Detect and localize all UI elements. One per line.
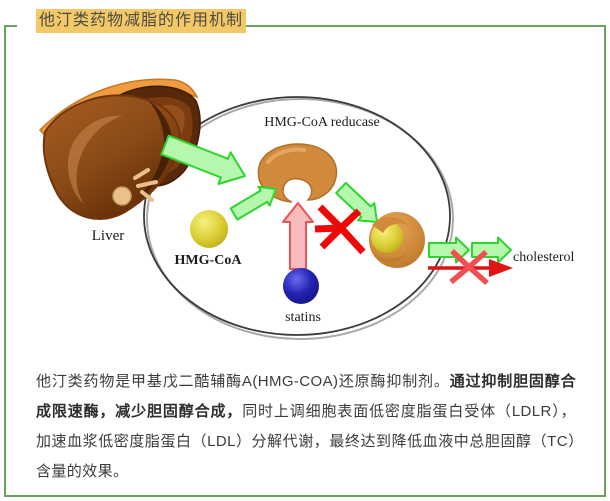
mechanism-description: 他汀类药物是甲基戊二酷辅酶A(HMG-COA)还原酶抑制剂。通过抑制胆固醇合成限… <box>36 367 576 487</box>
page-title: 他汀类药物减脂的作用机制 <box>36 9 247 33</box>
hmg-coa-sphere <box>190 210 228 248</box>
cholesterol-label: cholesterol <box>513 250 575 265</box>
arrow-enzyme-to-complex <box>335 181 378 223</box>
arrow-substrate-to-enzyme <box>229 185 277 221</box>
statins-label: statins <box>285 310 321 325</box>
liver-label: Liver <box>92 228 124 244</box>
enzyme-label: HMG-CoA reducase <box>264 115 379 130</box>
inhibition-x-enzyme <box>314 204 366 255</box>
hmg-coa-reductase-enzyme <box>257 143 338 203</box>
enzyme-substrate-complex <box>369 212 425 268</box>
inhibition-x-cholesterol <box>449 248 489 286</box>
content-border <box>4 25 606 497</box>
arrow-statins-to-enzyme <box>282 202 314 270</box>
description-part3: 同时上调细胞表面低密度脂蛋白受体（LDLR），加速血浆低密度脂蛋白（LDL）分解… <box>36 403 576 480</box>
red-arrowhead <box>489 259 513 277</box>
hmg-coa-label: HMG-CoA <box>175 253 243 268</box>
cell-outline <box>143 96 454 340</box>
description-part1: 他汀类药物是甲基戊二酷辅酶A(HMG-COA)还原酶抑制剂。 <box>36 373 450 390</box>
description-part2-bold: 通过抑制胆固醇合成限速酶，减少胆固醇合成， <box>36 373 576 420</box>
arrow-liver-to-cell <box>160 134 246 185</box>
statins-sphere <box>283 268 319 304</box>
mechanism-diagram: Liver HMG-CoA reducase HMG-CoA statins <box>38 78 575 340</box>
liver-illustration <box>38 78 201 220</box>
blocked-output <box>428 248 513 286</box>
